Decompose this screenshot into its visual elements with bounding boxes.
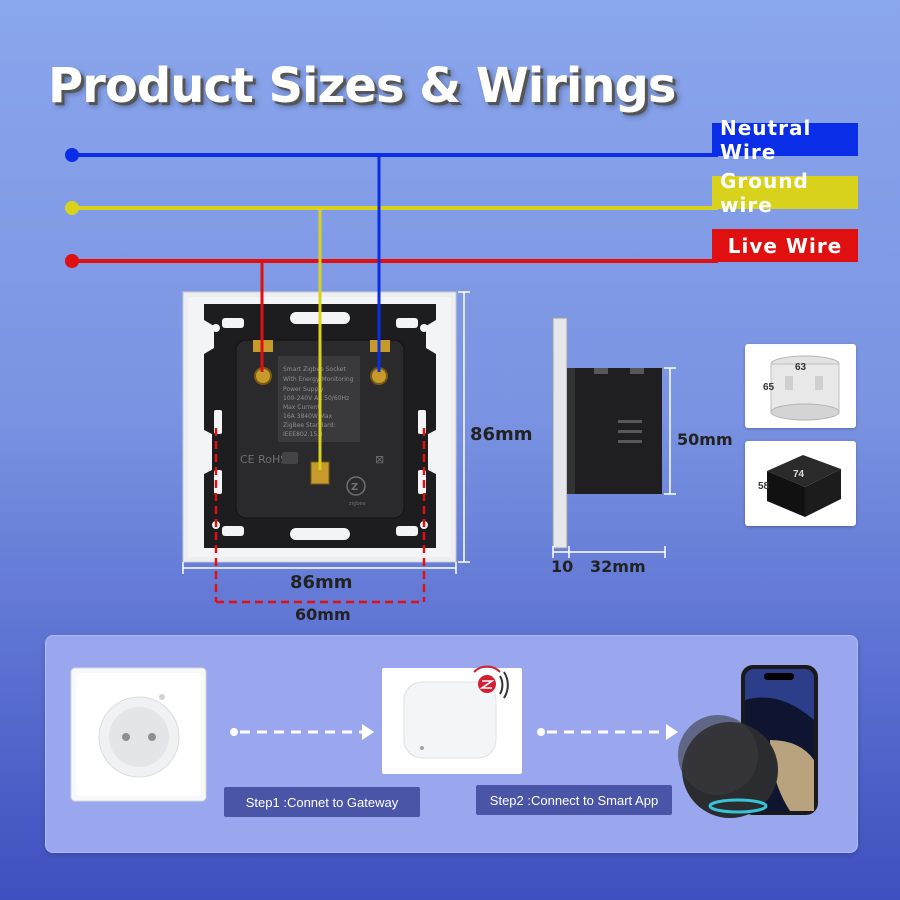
depth-dimension-line: [552, 546, 666, 558]
width-dimension: 86mm: [290, 572, 353, 593]
depth-height-dimension: 50mm: [677, 430, 733, 449]
square-box-depth: 58: [758, 481, 770, 492]
width-dimension-line: [182, 562, 457, 574]
neutral-wire-label: Neutral Wire: [712, 116, 858, 164]
page-title: Product Sizes & Wirings: [48, 58, 676, 114]
svg-text:Z: Z: [351, 482, 358, 493]
height-dimension-line: [458, 291, 470, 563]
square-box-width: 74: [793, 469, 805, 480]
side-plate: [552, 317, 568, 549]
connection-panel: [45, 635, 858, 853]
spec-line-6: 16A 3840W Max: [283, 413, 333, 420]
round-box-diameter: 63: [795, 362, 807, 373]
spec-line-8: IEEE802.15.4: [283, 431, 323, 438]
spec-line-5: Max Current: [283, 404, 320, 411]
ground-wire-label: Ground wire: [712, 169, 858, 217]
round-box-depth: 65: [763, 382, 775, 393]
depth-dimension: 32mm: [590, 557, 646, 576]
hole-spacing-marker: [214, 428, 426, 604]
certification-marks: CE RoHS: [240, 453, 287, 466]
step1-label: Step1 :Connet to Gateway: [224, 787, 420, 817]
depth-height-dimension-line: [664, 367, 676, 495]
height-dimension: 86mm: [470, 424, 533, 445]
spec-line-4: 100-240V AC 50/60Hz: [283, 395, 349, 402]
spec-line-3: Power Supply: [283, 386, 324, 393]
step2-label: Step2 :Connect to Smart App: [476, 785, 672, 815]
plate-thickness-dimension: 10: [551, 557, 574, 576]
round-mounting-box: 63 65: [745, 344, 856, 428]
spec-line-2: With Energy Monitoring: [283, 376, 354, 383]
square-mounting-box: 74 58: [745, 441, 856, 526]
zigbee-logo-icon: [346, 476, 366, 496]
hole-spacing-dimension: 60mm: [295, 605, 351, 624]
zigbee-mark: zigbee: [349, 501, 366, 507]
spec-line-1: Smart Zigbee Socket: [283, 366, 346, 373]
eac-mark-icon: ⊠: [375, 453, 384, 466]
live-wire-label: Live Wire: [712, 229, 858, 262]
spec-line-7: ZigBee Standard:: [283, 422, 335, 429]
